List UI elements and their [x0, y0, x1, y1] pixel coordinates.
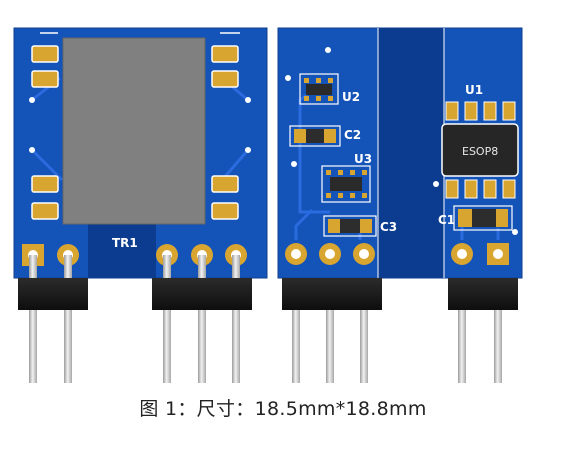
module-figure: TR1 — [13, 27, 523, 383]
u1-label: U1 — [465, 83, 483, 97]
esop8-label: ESOP8 — [462, 145, 498, 158]
u2-chip — [299, 73, 339, 105]
u3-chip — [321, 165, 371, 203]
u1-chip: ESOP8 — [441, 101, 519, 199]
c1-label: C1 — [438, 213, 455, 227]
left-board: TR1 — [13, 27, 268, 383]
right-board: U2 C2 U3 C3 — [277, 27, 523, 383]
c3-capacitor — [323, 215, 377, 237]
u3-label: U3 — [354, 152, 372, 166]
right-pin-header — [282, 278, 518, 383]
c1-capacitor — [453, 205, 513, 231]
left-pin-header — [18, 255, 252, 383]
tr1-label: TR1 — [112, 236, 138, 250]
c3-label: C3 — [380, 220, 397, 234]
c2-capacitor — [289, 125, 341, 147]
transformer-body — [62, 37, 206, 225]
c2-label: C2 — [344, 128, 361, 142]
u2-label: U2 — [342, 90, 360, 104]
figure-caption: 图 1：尺寸：18.5mm*18.8mm — [139, 398, 427, 420]
right-header-pads — [285, 243, 509, 265]
